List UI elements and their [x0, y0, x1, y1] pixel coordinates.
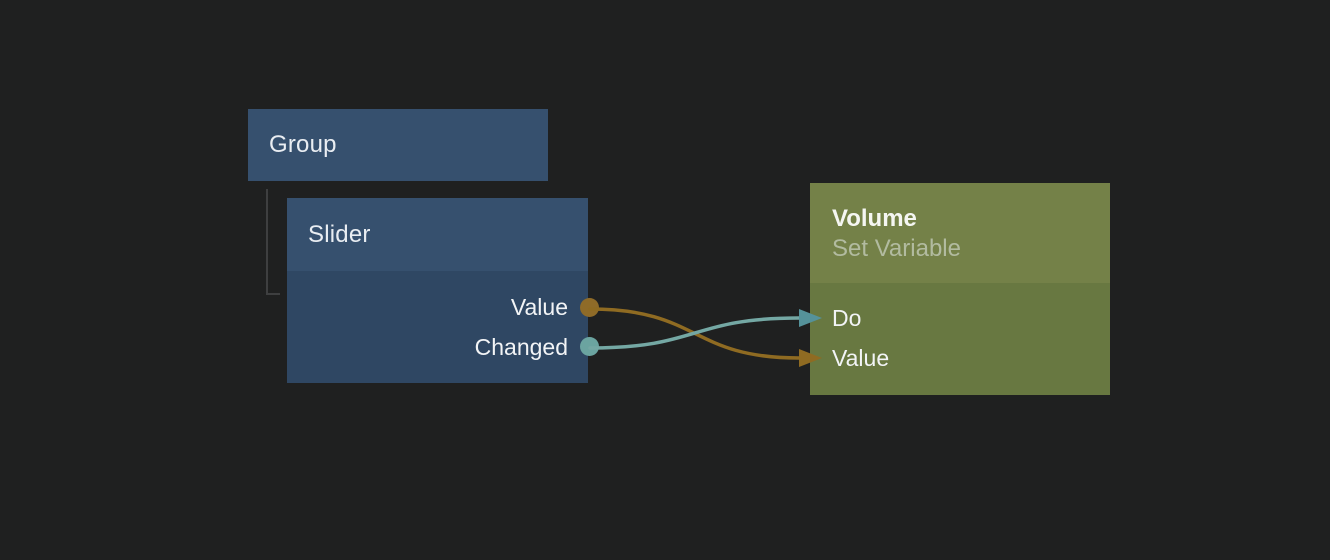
volume-node[interactable]: Volume Set Variable Do Value: [810, 183, 1110, 395]
slider-node-header[interactable]: Slider: [287, 198, 588, 271]
output-label-value: Value: [510, 293, 568, 320]
input-label-value: Value: [832, 344, 890, 371]
volume-node-header[interactable]: Volume Set Variable: [810, 183, 1110, 283]
volume-node-subtitle: Set Variable: [832, 235, 961, 262]
input-label-do: Do: [832, 304, 862, 331]
output-row-changed: Changed: [287, 327, 588, 367]
slider-node[interactable]: Slider Value Changed: [287, 198, 599, 383]
group-child-connector-line: [266, 189, 280, 295]
output-port-changed[interactable]: [580, 337, 599, 356]
slider-node-title: Slider: [308, 220, 371, 248]
group-node[interactable]: Group: [248, 109, 548, 181]
output-row-value: Value: [287, 287, 588, 327]
group-node-title: Group: [269, 131, 337, 158]
input-row-do: Do: [832, 298, 1110, 338]
volume-node-title: Volume: [832, 205, 917, 232]
output-port-value[interactable]: [580, 298, 599, 317]
output-label-changed: Changed: [474, 333, 568, 360]
slider-node-body: Value Changed: [287, 271, 588, 367]
volume-node-body: Do Value: [810, 283, 1110, 378]
wire-slider-value-to-volume-value[interactable]: [588, 307, 801, 360]
input-row-value: Value: [832, 338, 1110, 378]
wire-slider-changed-to-volume-do[interactable]: [588, 316, 801, 350]
